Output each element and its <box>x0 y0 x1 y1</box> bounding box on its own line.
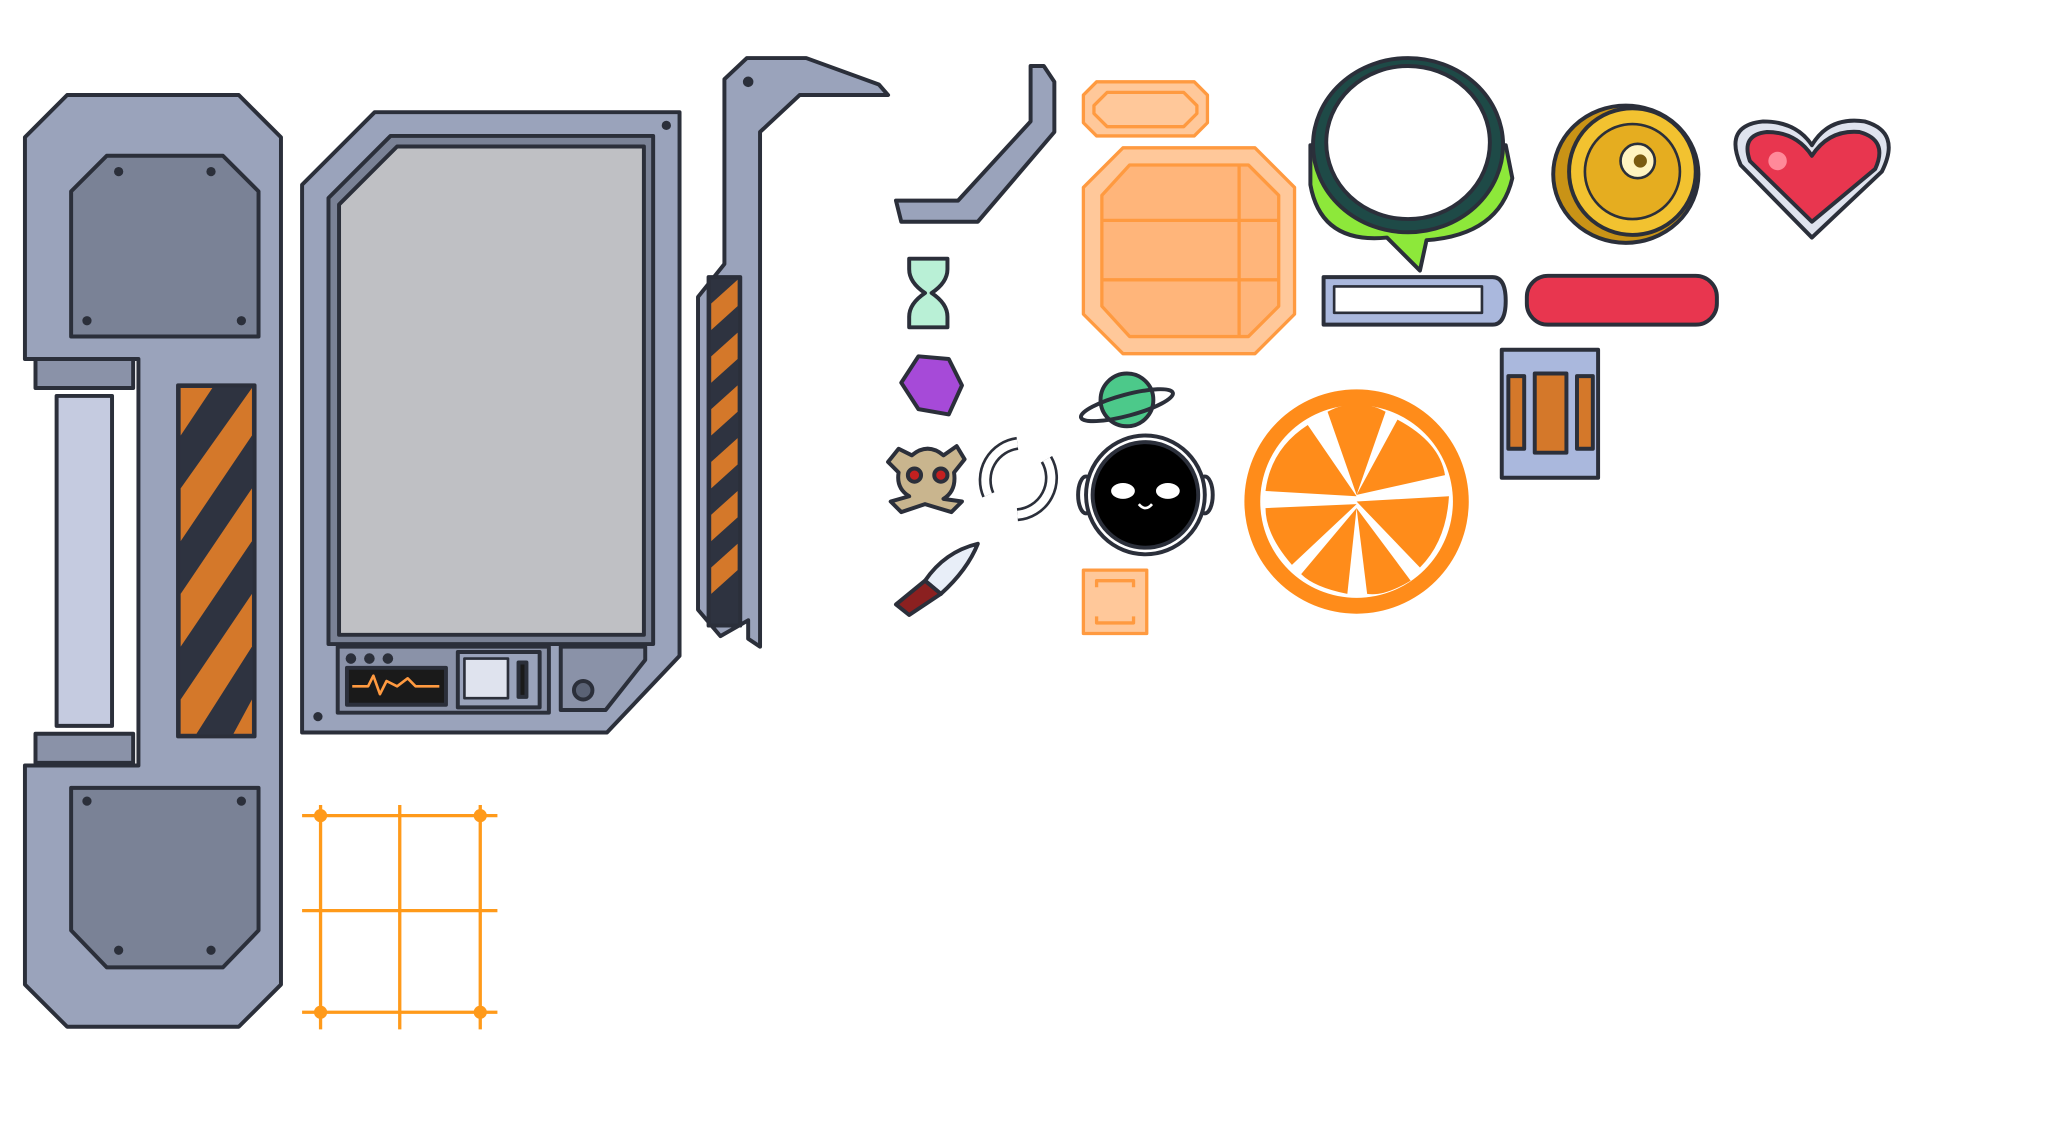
orange-panel-sprite <box>1081 146 1297 356</box>
monitor-panel-sprite <box>300 110 682 735</box>
door-frame-sprite <box>22 93 283 1029</box>
alien-face-icon <box>1076 433 1215 557</box>
gold-coin-sprite <box>1551 103 1701 245</box>
bracket-sprite <box>696 56 891 649</box>
hourglass-icon <box>907 256 950 330</box>
slime-ring-sprite <box>1308 56 1515 273</box>
red-bar-sprite <box>1524 273 1719 327</box>
heart-sprite <box>1733 118 1891 240</box>
planet-icon <box>1078 371 1175 429</box>
orange-grid-sprite <box>302 805 498 1030</box>
orange-small-bar-sprite <box>1081 80 1210 138</box>
knife-icon <box>894 541 980 617</box>
orange-square-sprite <box>1081 568 1149 636</box>
orange-slice-sprite <box>1244 389 1469 614</box>
gem-icon <box>899 354 964 417</box>
skull-icon <box>886 444 967 515</box>
battery-sprite <box>1499 347 1601 480</box>
empty-bar-sprite <box>1321 275 1508 327</box>
corner-pipe-sprite <box>894 64 1057 224</box>
